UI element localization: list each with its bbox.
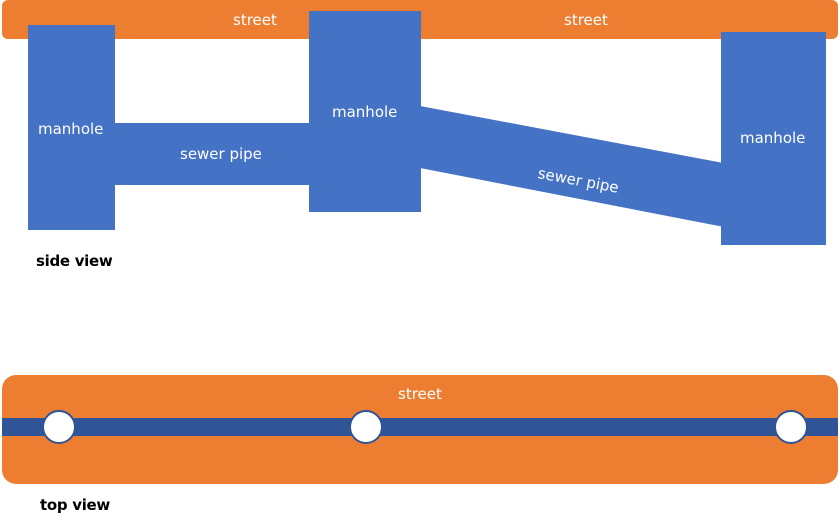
- manhole-marker-1: [42, 410, 76, 444]
- manhole-label-1: manhole: [38, 120, 104, 138]
- street-label-1: street: [233, 11, 277, 29]
- street-label-top-view: street: [398, 385, 442, 403]
- caption-side-view: side view: [36, 252, 113, 270]
- caption-top-view: top view: [40, 496, 110, 514]
- sewer-pipe-label-1: sewer pipe: [180, 145, 262, 163]
- sewer-pipe-top-view: [2, 418, 838, 436]
- manhole-1-shaft: [28, 25, 115, 230]
- manhole-label-2: manhole: [332, 103, 398, 121]
- street-label-2: street: [564, 11, 608, 29]
- manhole-marker-3: [774, 410, 808, 444]
- manhole-3-shaft: [721, 32, 826, 245]
- manhole-label-3: manhole: [740, 129, 806, 147]
- sewer-pipe-1: [114, 123, 310, 185]
- manhole-marker-2: [349, 410, 383, 444]
- manhole-2-shaft: [309, 11, 421, 212]
